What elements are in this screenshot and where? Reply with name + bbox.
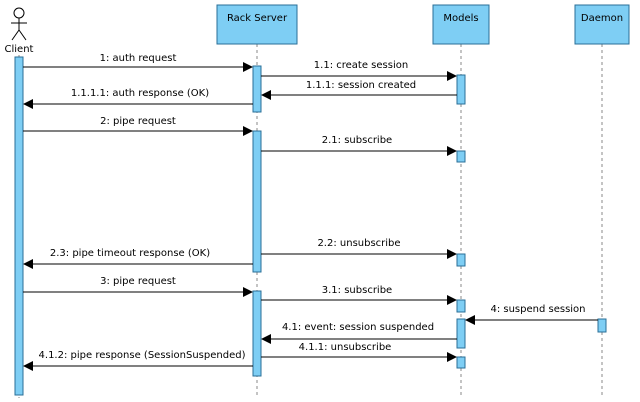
message-1: 1: auth request — [23, 53, 253, 72]
activation-models-5 — [456, 318, 466, 349]
message-label: 4.1.2: pipe response (SessionSuspended) — [39, 350, 246, 361]
message-6: 2.1: subscribe — [261, 135, 457, 156]
participant-label-client: Client — [5, 44, 34, 55]
message-5: 2: pipe request — [23, 116, 253, 136]
activation-models-2 — [456, 150, 466, 163]
message-label: 3: pipe request — [100, 276, 176, 287]
message-14: 4.1.2: pipe response (SessionSuspended) — [23, 350, 253, 371]
message-9: 3: pipe request — [23, 276, 253, 297]
participant-label-models: Models — [443, 13, 478, 24]
arrowhead-left-icon — [261, 90, 271, 100]
participant-rack-server: Rack Server — [216, 4, 298, 45]
arrowhead-right-icon — [243, 287, 253, 297]
arrowhead-left-icon — [23, 259, 33, 269]
message-3: 1.1.1: session created — [261, 80, 457, 100]
message-label: 1.1.1.1: auth response (OK) — [71, 88, 209, 99]
activation-rack-1 — [252, 65, 262, 113]
activation-models-6 — [456, 356, 466, 369]
message-2: 1.1: create session — [261, 60, 457, 81]
activation-models-4 — [456, 299, 466, 313]
message-7: 2.2: unsubscribe — [261, 238, 457, 259]
message-label: 2.3: pipe timeout response (OK) — [50, 248, 210, 259]
message-label: 1.1: create session — [314, 60, 408, 71]
arrowhead-left-icon — [23, 99, 33, 109]
arrowhead-right-icon — [447, 295, 457, 305]
message-label: 4.1.1: unsubscribe — [299, 342, 392, 353]
arrowhead-left-icon — [465, 315, 475, 325]
arrowhead-right-icon — [447, 71, 457, 81]
participant-label-rack-server: Rack Server — [227, 13, 288, 24]
arrowhead-right-icon — [447, 146, 457, 156]
arrowhead-right-icon — [447, 249, 457, 259]
message-label: 4: suspend session — [490, 304, 585, 315]
activation-rack-2 — [252, 130, 262, 273]
message-4: 1.1.1.1: auth response (OK) — [23, 88, 253, 109]
message-label: 4.1: event: session suspended — [282, 322, 434, 333]
arrowhead-left-icon — [261, 334, 271, 344]
message-label: 2.1: subscribe — [322, 135, 392, 146]
activation-models-3 — [456, 253, 466, 267]
activation-models-1 — [456, 74, 466, 105]
actor-head-icon — [13, 7, 25, 19]
participant-daemon: Daemon — [574, 4, 630, 45]
arrowhead-left-icon — [23, 361, 33, 371]
message-12: 4.1: event: session suspended — [261, 322, 457, 344]
arrowhead-right-icon — [243, 62, 253, 72]
activation-client — [14, 56, 24, 396]
message-8: 2.3: pipe timeout response (OK) — [23, 248, 253, 269]
message-10: 3.1: subscribe — [261, 285, 457, 305]
message-11: 4: suspend session — [465, 304, 598, 325]
client-actor: Client — [5, 7, 34, 55]
arrowhead-right-icon — [243, 126, 253, 136]
message-13: 4.1.1: unsubscribe — [261, 342, 457, 362]
message-label: 3.1: subscribe — [322, 285, 392, 296]
arrowhead-right-icon — [447, 352, 457, 362]
activation-daemon — [597, 318, 607, 333]
participant-models: Models — [432, 4, 490, 45]
activation-rack-3 — [252, 290, 262, 377]
message-label: 2: pipe request — [100, 116, 176, 127]
participant-label-daemon: Daemon — [581, 13, 623, 24]
message-label: 2.2: unsubscribe — [317, 238, 400, 249]
message-label: 1: auth request — [100, 53, 177, 64]
message-label: 1.1.1: session created — [306, 80, 416, 91]
